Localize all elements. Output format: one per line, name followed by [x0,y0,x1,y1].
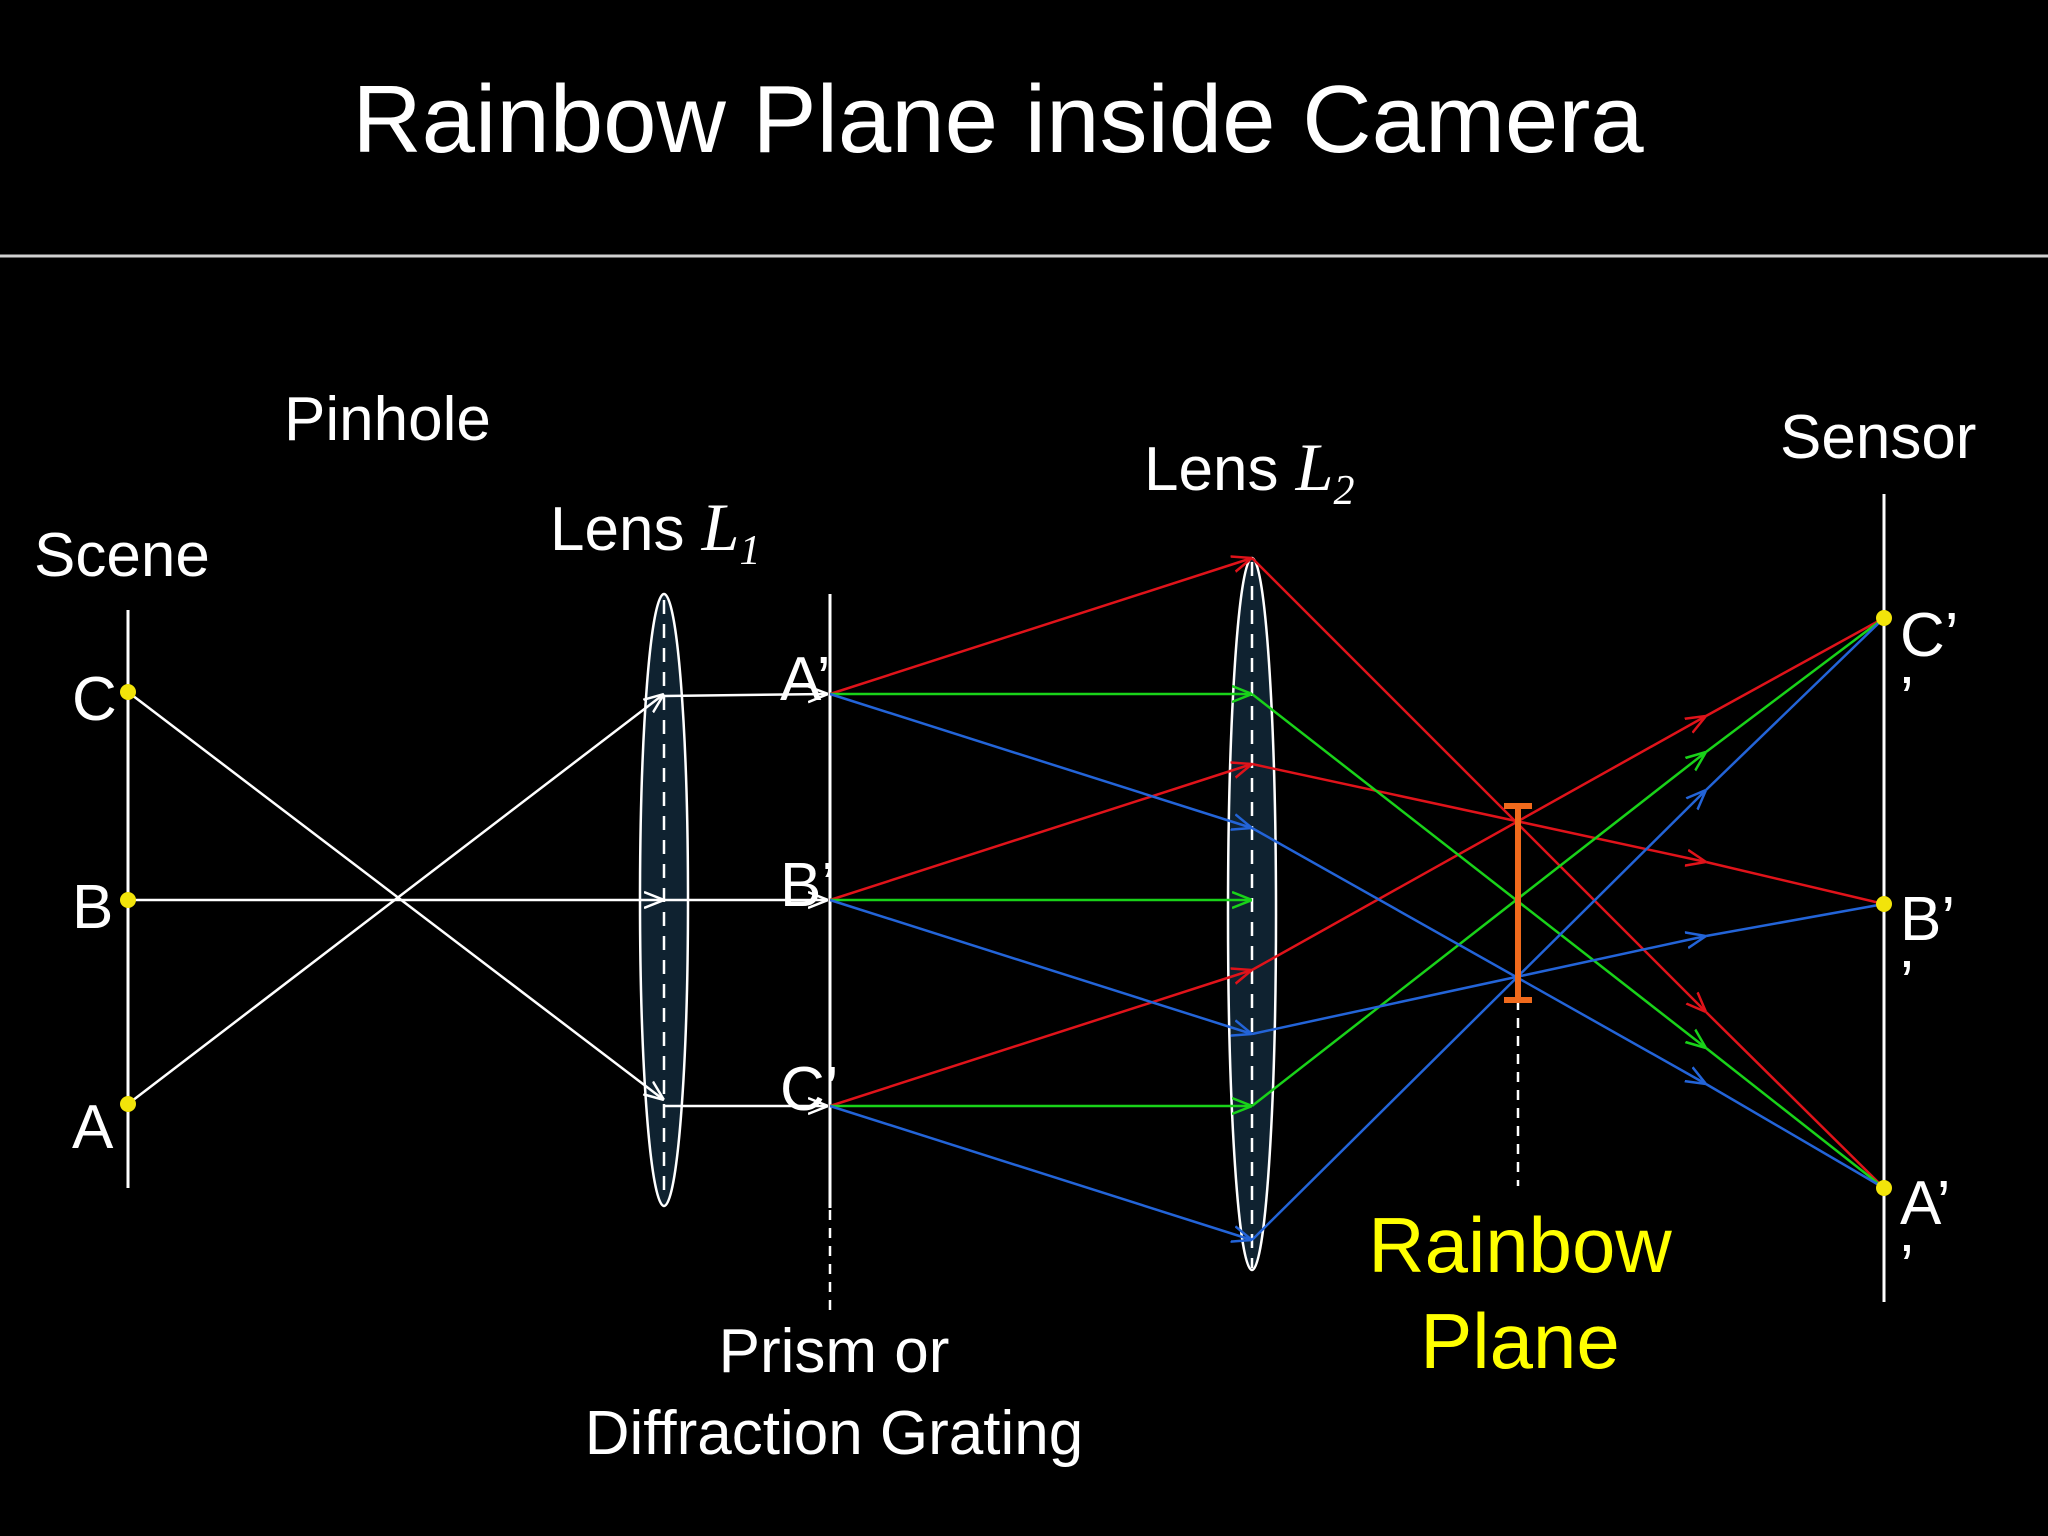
lens-l2-subscript: 2 [1334,468,1355,514]
rainbow-label-line1: Rainbow [1368,1201,1672,1289]
lens-l1-subscript: 1 [740,528,761,574]
sensor-point-a [1876,1180,1892,1196]
prism-label-line1: Prism or [719,1317,950,1386]
rainbow-plane-bar [1504,803,1532,1003]
scene-label-a: A [72,1093,114,1162]
lens-l1-label: Lens L1 [550,489,761,574]
sensor-label-c: C’ [1900,601,1959,670]
lens-l1-text: Lens [550,495,702,564]
grating-label-b: B’ [780,851,835,920]
scene-label-b: B [72,873,113,942]
blue-rays [829,617,1885,1240]
sensor-label: Sensor [1780,403,1976,472]
prism-label-line2: Diffraction Grating [585,1399,1084,1468]
scene-point-b [120,892,136,908]
sensor-mark-b: ’ [1900,949,1914,1018]
sensor-point-c [1876,610,1892,626]
sensor-label-a: A’ [1900,1169,1951,1238]
point-markers [120,610,1892,1196]
sensor-label-b: B’ [1900,885,1955,954]
scene-label: Scene [34,521,210,590]
lens-l2-symbol: L [1295,429,1334,505]
sensor-mark-a: ’ [1900,1233,1914,1302]
grating-label-a: A’ [780,645,831,714]
pinhole-label: Pinhole [284,385,491,454]
sensor-mark-c: ’ [1900,665,1914,734]
red-rays [829,558,1885,1189]
sensor-point-b [1876,896,1892,912]
rainbow-label-line2: Plane [1420,1297,1620,1385]
scene-point-a [120,1096,136,1112]
green-rays [830,617,1885,1189]
ray-c-pinhole [127,691,664,1100]
grating-label-c: C’ [780,1055,839,1124]
lens-l1-symbol: L [701,489,740,565]
page-title: Rainbow Plane inside Camera [352,66,1644,173]
lens-l2-label: Lens L2 [1144,429,1355,514]
lens-l2-text: Lens [1144,435,1296,504]
ray-a-to-grating [663,694,828,696]
scene-label-c: C [72,665,117,734]
scene-point-c [120,684,136,700]
